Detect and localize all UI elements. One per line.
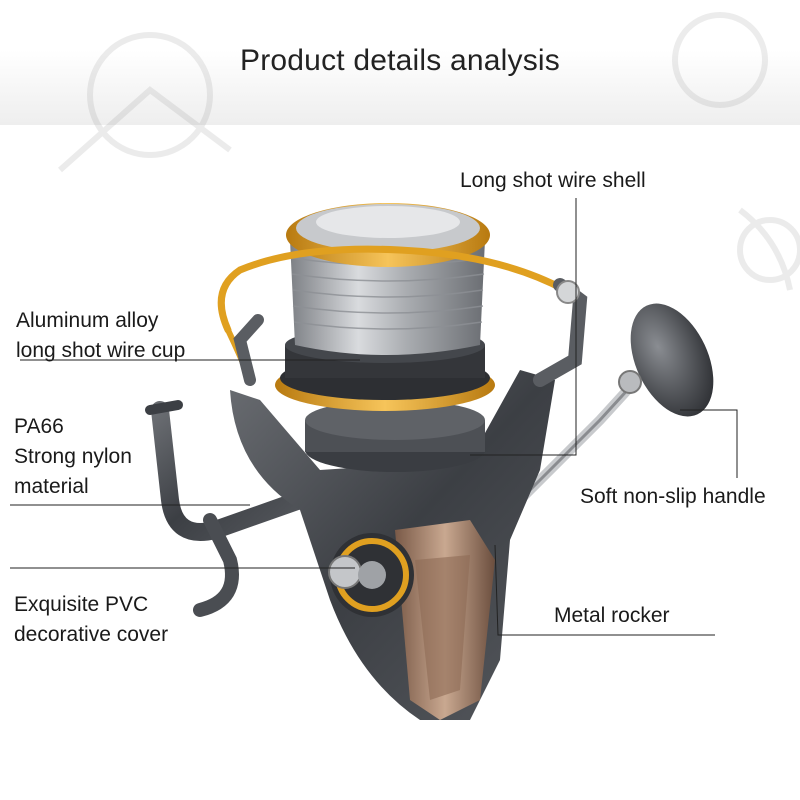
- label-handle: Soft non-slip handle: [580, 485, 766, 508]
- label-cover-line1: Exquisite PVC: [14, 593, 149, 616]
- label-pa66: PA66 Strong nylon material: [14, 412, 132, 502]
- callout-lines: [10, 198, 738, 636]
- label-cover: Exquisite PVC decorative cover: [14, 590, 168, 650]
- label-pa66-line3: material: [14, 475, 89, 498]
- label-wire-cup: Aluminum alloy long shot wire cup: [16, 306, 185, 366]
- label-wire-cup-line1: Aluminum alloy: [16, 309, 159, 332]
- label-wire-cup-line2: long shot wire cup: [16, 339, 186, 362]
- faded-reel-watermark: [58, 12, 800, 291]
- label-pa66-line1: PA66: [14, 415, 64, 438]
- label-rocker: Metal rocker: [554, 604, 670, 627]
- page-title: Product details analysis: [240, 44, 560, 77]
- label-wire-shell: Long shot wire shell: [460, 169, 646, 192]
- label-pa66-line2: Strong nylon: [14, 445, 132, 468]
- label-cover-line2: decorative cover: [14, 623, 169, 646]
- title-band: [0, 0, 800, 125]
